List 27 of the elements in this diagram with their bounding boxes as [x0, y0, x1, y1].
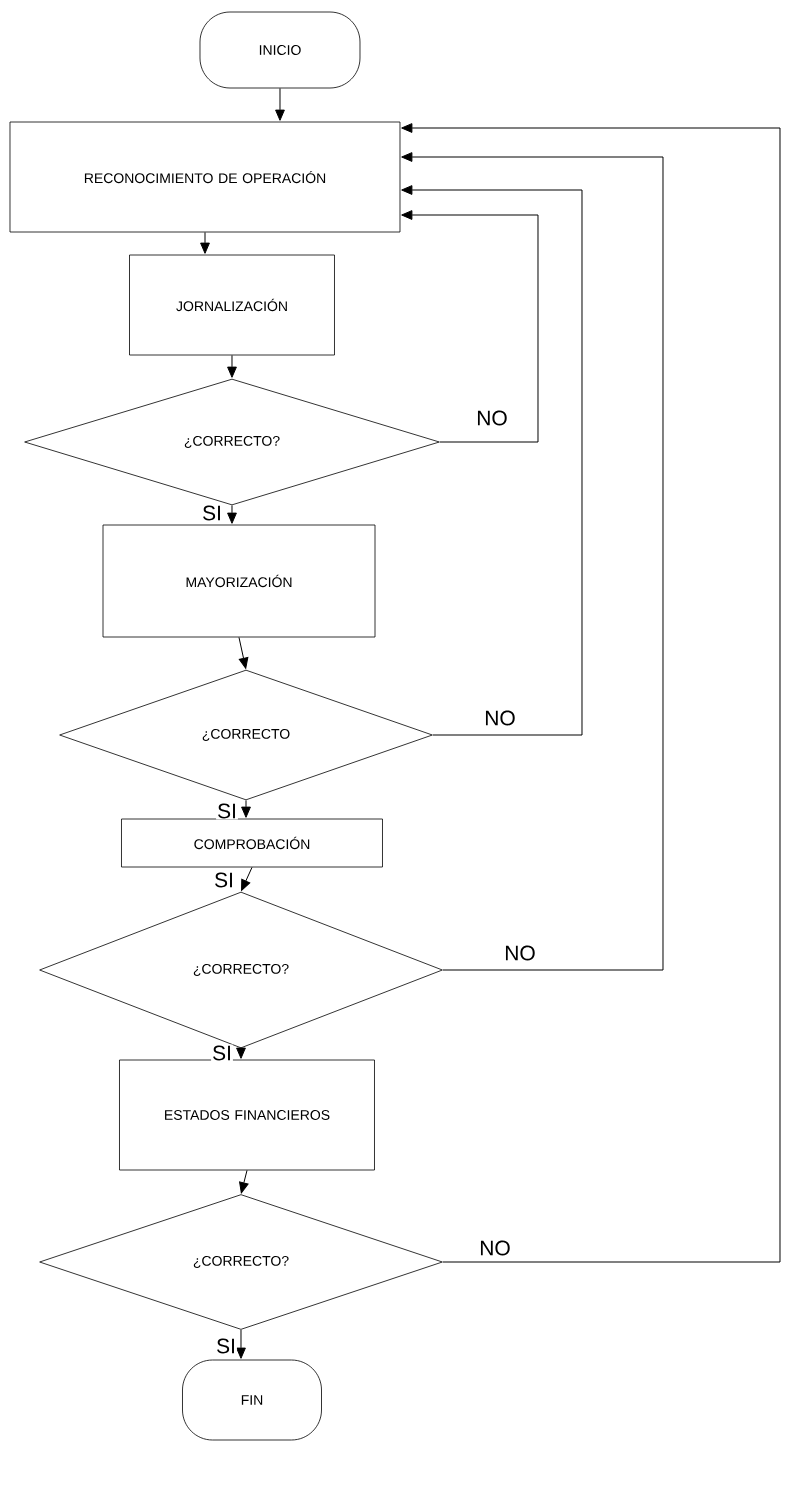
- process-box: RECONOCIMIENTO DE OPERACIÓN: [9, 121, 401, 233]
- edge-label: SI: [215, 1337, 237, 1355]
- arrow: [241, 799, 251, 818]
- edge-label: SI: [216, 802, 238, 820]
- edge-label: NO: [483, 709, 517, 727]
- edge-label: SI: [201, 504, 223, 522]
- arrow: [401, 123, 781, 1263]
- edge-label: NO: [475, 409, 509, 427]
- arrow: [238, 636, 249, 669]
- arrow: [236, 1329, 246, 1359]
- arrow: [401, 185, 583, 736]
- edge-label: SI: [211, 1044, 233, 1062]
- arrow: [227, 354, 237, 378]
- process-box: JORNALIZACIÓN: [129, 254, 335, 356]
- arrow: [200, 231, 210, 254]
- arrow: [241, 866, 253, 891]
- arrow: [401, 152, 664, 971]
- arrow: [275, 87, 285, 121]
- edge-label: NO: [478, 1239, 512, 1257]
- edge-label: NO: [503, 944, 537, 962]
- process-box: MAYORIZACIÓN: [102, 524, 376, 638]
- arrow: [236, 1047, 246, 1059]
- arrow: [401, 210, 539, 443]
- arrow: [239, 1169, 249, 1194]
- edge-label: SI: [213, 871, 235, 889]
- arrow: [227, 504, 237, 524]
- process-box: COMPROBACIÓN: [121, 818, 383, 868]
